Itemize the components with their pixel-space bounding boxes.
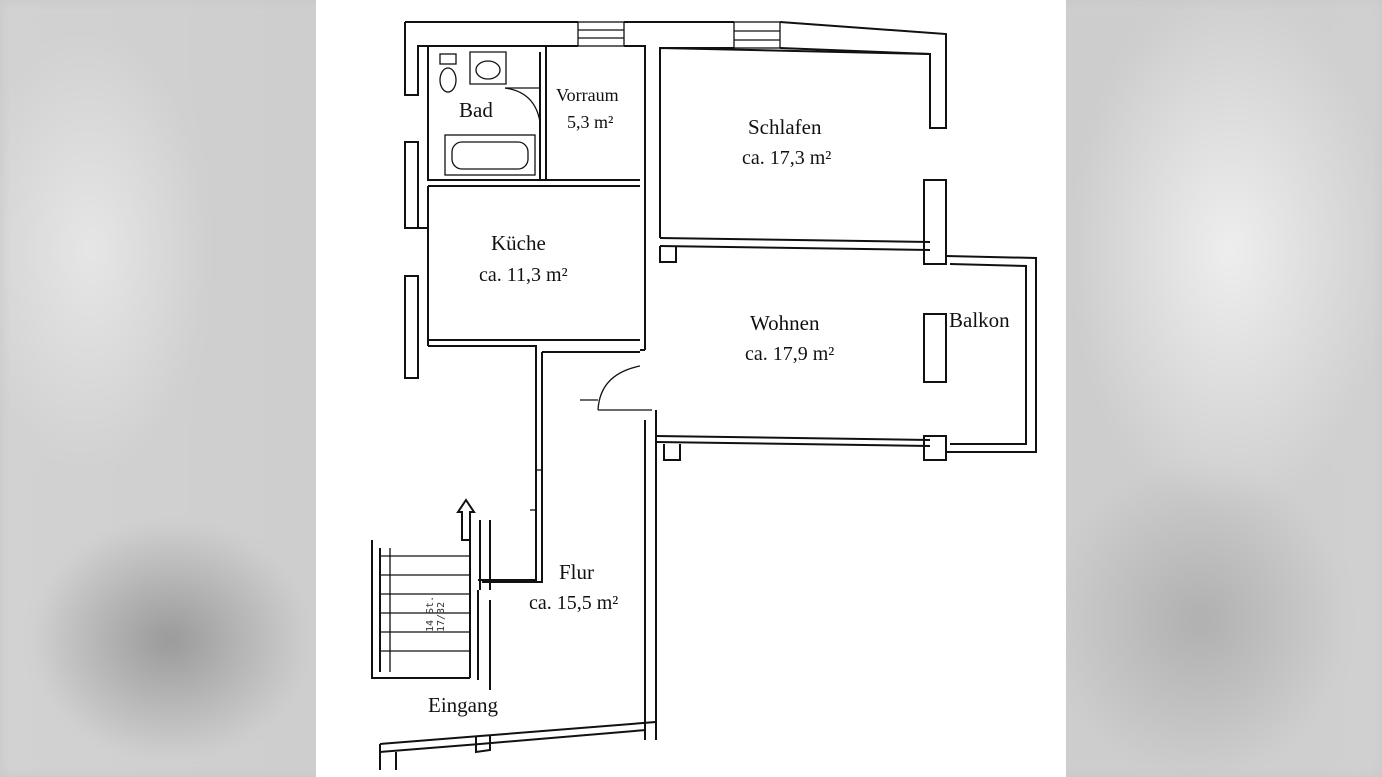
room-area-schlafen: ca. 17,3 m²	[742, 147, 831, 169]
stair-marking-ratio: 17/32	[436, 602, 447, 632]
kitchen-walls	[404, 186, 640, 583]
top-outer-wall	[404, 21, 947, 350]
room-area-flur: ca. 15,5 m²	[529, 592, 618, 614]
room-label-balkon: Balkon	[949, 308, 1010, 332]
room-label-wohnen: Wohnen	[750, 311, 820, 335]
room-area-wohnen: ca. 17,9 m²	[745, 343, 834, 365]
paper-sheet	[316, 0, 1066, 777]
hallway-walls	[371, 498, 657, 770]
room-label-schlafen: Schlafen	[748, 115, 822, 139]
stair-marking-count: 14 St.	[425, 596, 436, 632]
balcony	[945, 255, 1037, 453]
bedroom-living-walls	[580, 179, 947, 740]
bathroom-block	[404, 46, 640, 229]
room-area-vorraum: 5,3 m²	[567, 112, 613, 132]
room-area-kueche: ca. 11,3 m²	[479, 264, 568, 286]
room-label-kueche: Küche	[491, 231, 546, 255]
room-label-eingang: Eingang	[428, 693, 498, 717]
room-label-bad: Bad	[459, 98, 493, 122]
room-label-flur: Flur	[559, 560, 594, 584]
room-label-vorraum: Vorraum	[556, 85, 619, 105]
